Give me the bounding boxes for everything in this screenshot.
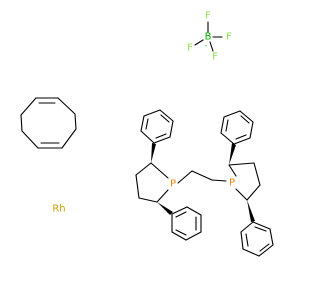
bridge-bond-1 bbox=[177, 170, 193, 184]
ph1-double-2 bbox=[160, 114, 170, 123]
boron-charge: - bbox=[205, 42, 208, 50]
right-bottom-phenyl-wedge bbox=[247, 200, 255, 222]
ph4-bond-3 bbox=[242, 248, 260, 257]
cod-bond-3 bbox=[61, 128, 77, 149]
phospholane-ligand: P P bbox=[135, 109, 274, 257]
ph3-double-2 bbox=[240, 115, 250, 124]
cod-bond-5 bbox=[21, 130, 39, 149]
ph2-bond-5 bbox=[186, 206, 202, 216]
phosphorus-atom-left: P bbox=[170, 179, 176, 190]
right-ring-bond-2 bbox=[253, 162, 261, 186]
ph4-double-2 bbox=[259, 243, 270, 252]
ph3-bond-1 bbox=[220, 132, 235, 145]
ph4-bond-1 bbox=[240, 221, 254, 233]
ph3-bond-6 bbox=[233, 137, 251, 145]
ph4-bond-4 bbox=[258, 244, 274, 257]
ph2-double-3 bbox=[175, 211, 187, 218]
right-top-phenyl-wedge bbox=[229, 143, 236, 165]
left-ring-p-bond-2 bbox=[150, 162, 169, 179]
phosphorus-atom-right: P bbox=[229, 178, 235, 189]
ph4-bond-6 bbox=[252, 221, 271, 230]
structure-svg: B - F F F F Rh bbox=[20, 11, 274, 257]
ph1-bond-1 bbox=[140, 130, 155, 144]
left-ring-p-bond-1 bbox=[156, 189, 169, 203]
right-ring-bond-1 bbox=[228, 162, 255, 166]
ph2-bond-3 bbox=[185, 231, 202, 241]
cod-bond-7 bbox=[20, 97, 37, 116]
ph1-bond-6 bbox=[153, 136, 171, 144]
cod-bond-1 bbox=[57, 97, 76, 115]
bridge-bond-2 bbox=[191, 170, 213, 181]
ph1-double-1 bbox=[145, 118, 149, 130]
left-ring-bond-1 bbox=[135, 162, 152, 176]
tetrafluoroborate: B - F F F F bbox=[187, 11, 232, 63]
rhodium-atom: Rh bbox=[52, 204, 65, 215]
ph3-double-3 bbox=[235, 134, 247, 140]
ph2-double-1 bbox=[175, 229, 187, 236]
fluorine-atom-left: F bbox=[187, 43, 193, 54]
rhodium-atom-group: Rh bbox=[52, 204, 65, 215]
ph4-bond-5 bbox=[269, 228, 274, 246]
ph2-bond-2 bbox=[171, 231, 187, 241]
ph3-bond-4 bbox=[239, 110, 254, 123]
bridge-bond-3 bbox=[211, 179, 227, 182]
ph4-bond-2 bbox=[240, 231, 244, 250]
ph1-bond-4 bbox=[159, 109, 174, 122]
molecule-diagram: B - F F F F Rh bbox=[20, 11, 274, 257]
ph2-bond-6 bbox=[171, 206, 188, 215]
right-ring-p-bond-1 bbox=[228, 164, 237, 177]
ph4-double-1 bbox=[245, 233, 249, 247]
ph1-bond-2 bbox=[140, 115, 145, 132]
fluorine-atom-bottom: F bbox=[212, 52, 218, 63]
b-f-bond-bottom bbox=[209, 41, 214, 52]
ph3-bond-3 bbox=[223, 110, 241, 118]
ph4-double-3 bbox=[254, 226, 267, 232]
boron-atom: B bbox=[205, 32, 212, 43]
cod-bond-6 bbox=[20, 114, 23, 132]
left-ring-bond-3 bbox=[138, 197, 158, 203]
right-ring-bond-3 bbox=[246, 184, 261, 201]
ph3-bond-2 bbox=[220, 116, 225, 134]
b-f-bond-left bbox=[194, 39, 204, 46]
fluorine-atom-right: F bbox=[226, 32, 232, 43]
ph3-double-1 bbox=[225, 119, 229, 132]
left-top-phenyl-wedge bbox=[151, 143, 156, 163]
ph1-bond-3 bbox=[143, 109, 161, 117]
right-ring-p-bond-2 bbox=[235, 188, 248, 201]
ph3-bond-5 bbox=[249, 121, 254, 139]
ph1-bond-5 bbox=[169, 120, 174, 138]
left-bottom-phenyl-wedge bbox=[157, 202, 173, 215]
left-ring-bond-2 bbox=[135, 174, 140, 199]
fluorine-atom-top: F bbox=[205, 11, 211, 22]
cyclooctadiene bbox=[20, 97, 77, 149]
ph1-double-3 bbox=[155, 133, 167, 139]
cod-bond-2 bbox=[74, 113, 77, 130]
